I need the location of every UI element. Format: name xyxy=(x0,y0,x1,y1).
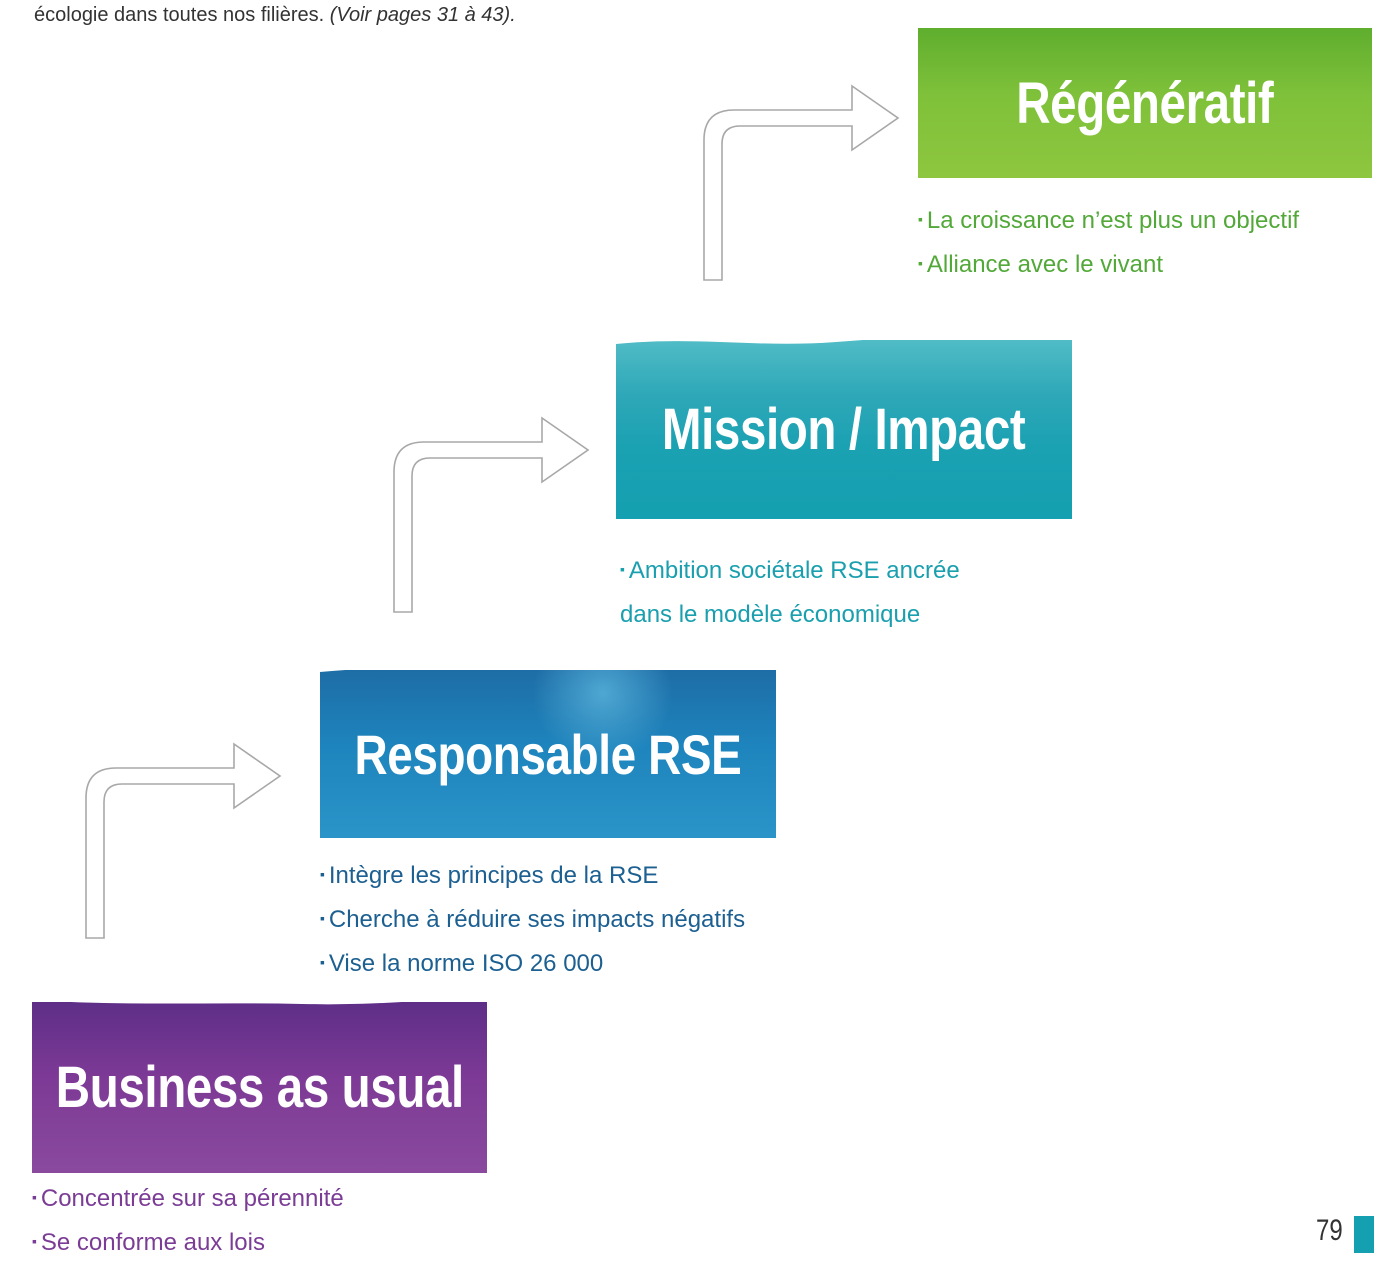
bullet-item: Ambition sociétale RSE ancrée xyxy=(620,548,960,592)
torn-edge xyxy=(918,14,1372,44)
stage-title: Régénératif xyxy=(1016,70,1274,136)
page-number: 79 xyxy=(1316,1214,1343,1247)
intro-sentence: écologie dans toutes nos filières. xyxy=(34,4,330,26)
bullet-item: Alliance avec le vivant xyxy=(918,242,1299,286)
bullet-item: La croissance n’est plus un objectif xyxy=(918,198,1299,242)
stage-title: Mission / Impact xyxy=(662,397,1026,462)
stage-bullets-business-as-usual: Concentrée sur sa pérennité Se conforme … xyxy=(32,1176,344,1264)
stage-bullets-responsable-rse: Intègre les principes de la RSE Cherche … xyxy=(320,853,745,985)
arrow-to-regeneratif xyxy=(703,84,900,281)
bullet-item: Concentrée sur sa pérennité xyxy=(32,1176,344,1220)
intro-text: écologie dans toutes nos filières. (Voir… xyxy=(34,2,516,28)
stage-banner-business-as-usual: Business as usual xyxy=(32,988,487,1173)
bullet-item: Se conforme aux lois xyxy=(32,1220,344,1264)
bullet-item: dans le modèle économique xyxy=(620,601,921,628)
bullet-item: Intègre les principes de la RSE xyxy=(320,853,745,897)
stage-banner-responsable-rse: Responsable RSE xyxy=(320,656,776,838)
arrow-to-mission xyxy=(393,416,590,613)
page-number-marker xyxy=(1354,1216,1374,1253)
stage-title: Business as usual xyxy=(55,1055,464,1120)
arrow-to-responsable xyxy=(85,742,282,939)
torn-edge xyxy=(616,326,1072,356)
stage-bullets-mission-impact: Ambition sociétale RSE ancrée dans le mo… xyxy=(620,548,960,636)
bullet-item: Vise la norme ISO 26 000 xyxy=(320,941,745,985)
stage-bullets-regeneratif: La croissance n’est plus un objectif All… xyxy=(918,198,1299,286)
torn-edge xyxy=(320,656,776,686)
stage-banner-regeneratif: Régénératif xyxy=(918,14,1372,178)
intro-page-reference: (Voir pages 31 à 43). xyxy=(329,4,516,26)
torn-edge xyxy=(32,988,487,1018)
stage-title: Responsable RSE xyxy=(354,722,742,786)
bullet-item: Cherche à réduire ses impacts négatifs xyxy=(320,897,745,941)
stage-banner-mission-impact: Mission / Impact xyxy=(616,326,1072,519)
